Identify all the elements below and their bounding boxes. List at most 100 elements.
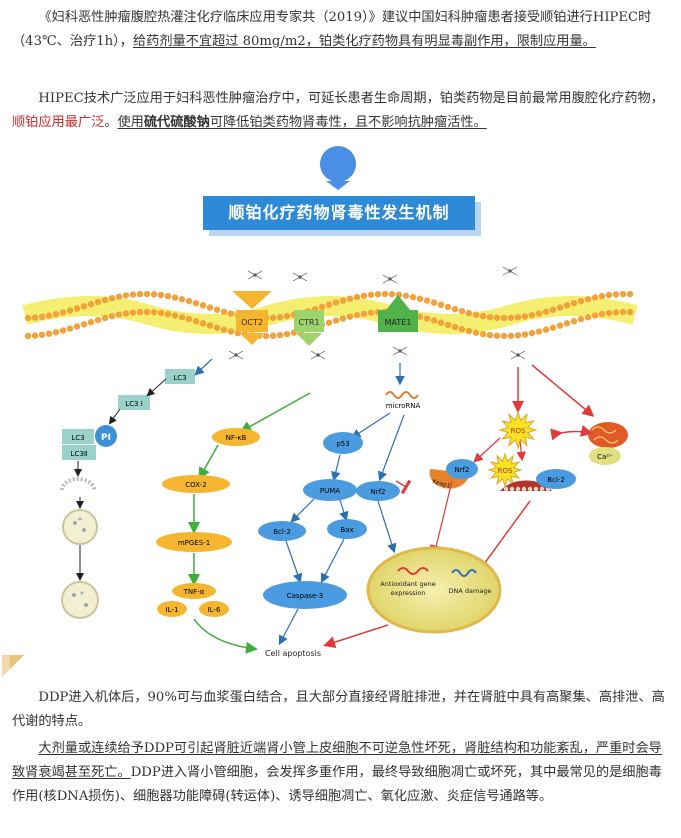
ros-burst-icon — [487, 452, 523, 488]
intro-p2-underlined: 使用硫代硫酸钠可降低铂类药物肾毒性，且不影响抗肿瘤活性。 — [118, 115, 487, 130]
membrane-bead — [59, 309, 67, 316]
puma-node: PUMA — [320, 487, 340, 495]
membrane-bead — [598, 292, 606, 300]
membrane-bead — [437, 301, 445, 308]
mitochondria-dot — [515, 486, 521, 492]
pi-node: PI — [101, 433, 111, 443]
membrane-bead — [535, 328, 543, 335]
mitochondria-dot — [539, 486, 545, 492]
body-paragraph-2: 大剂量或连续给予DDP可引起肾脏近端肾小管上皮细胞不可逆急性坏死，肾脏结构和功能… — [12, 737, 672, 809]
membrane-bead — [521, 331, 529, 338]
lc3-ii-node: LC3Ⅱ — [71, 450, 88, 458]
caspase3-node: Caspase-3 — [287, 592, 324, 600]
tnfa-node: TNF-α — [183, 588, 205, 596]
membrane-bead — [500, 314, 508, 322]
membrane-bead — [486, 313, 494, 321]
membrane-bead — [136, 290, 144, 298]
membrane-bead — [612, 309, 620, 316]
membrane-bead — [514, 332, 522, 339]
membrane-bead — [486, 331, 494, 339]
mate1-transporter: MATE1 — [378, 295, 418, 332]
ros-burst-icon — [498, 410, 538, 450]
ctr1-label: CTR1 — [298, 318, 319, 327]
membrane-bead — [381, 290, 389, 298]
membrane-bead — [542, 326, 550, 333]
membrane-bead — [192, 317, 200, 325]
membrane-bead — [143, 308, 151, 316]
membrane-bead — [220, 326, 228, 333]
cox2-node: COX-2 — [185, 481, 206, 489]
membrane-bead — [458, 325, 466, 333]
membrane-bead — [507, 314, 515, 322]
corner-decoration-inner — [10, 655, 24, 669]
lc3-pi-node: LC3 — [71, 434, 84, 442]
ros-node: ROS — [511, 427, 526, 435]
mitochondria-dot — [527, 486, 533, 492]
membrane-bead — [150, 309, 158, 316]
mate1-label: MATE1 — [385, 318, 412, 327]
membrane-bead — [199, 302, 207, 309]
membrane-bead — [129, 291, 137, 298]
intro-p2-highlight: 顺铂应用最广泛 — [12, 115, 105, 130]
p53-node: p53 — [336, 440, 349, 448]
mitochondria-dot — [509, 486, 515, 492]
membrane-bead — [605, 309, 613, 317]
cisplatin-molecule-icon — [310, 350, 326, 360]
membrane-bead — [423, 315, 431, 322]
membrane-bead — [101, 314, 109, 322]
il1-node: IL-1 — [166, 606, 179, 614]
membrane-bead — [52, 329, 60, 336]
membrane-bead — [514, 314, 522, 321]
il6-node: IL-6 — [208, 606, 221, 614]
intro-p2-ul-b: 可降低铂类药物肾毒性，且不影响抗肿瘤活性。 — [209, 115, 487, 130]
cisplatin-molecules — [228, 266, 526, 360]
mitochondria-dot — [521, 486, 527, 492]
antioxidant-label-2: expression — [390, 589, 425, 597]
membrane-bead — [73, 305, 81, 312]
membrane-bead — [360, 310, 368, 317]
bcl2-node: Bcl-2 — [273, 528, 291, 536]
mitochondria-dots — [503, 486, 551, 492]
apoptosis-branch: microRNA p53 PUMA Bcl-2 Bax Caspase-3 Nr… — [258, 363, 420, 646]
membrane-bead — [31, 314, 39, 321]
nucleus: Antioxidant gene expression DNA damage — [366, 546, 502, 634]
intro-paragraph-2: HIPEC技术广泛应用于妇科恶性肿瘤治疗中，可延长患者生命周期，铂类药物是目前最… — [12, 87, 672, 135]
membrane-bead — [332, 317, 340, 324]
cisplatin-molecule-icon — [502, 266, 518, 276]
inflammation-branch: NF-κB COX-2 mPGES-1 TNF-α IL-1 IL-6 — [156, 392, 311, 654]
membrane-bead — [451, 305, 459, 313]
membrane-bead — [269, 314, 277, 321]
membrane-bead — [80, 303, 88, 310]
membrane-bead — [444, 321, 452, 329]
membrane-bead — [563, 320, 571, 327]
membrane-bead — [472, 311, 480, 318]
membrane-bead — [87, 318, 95, 326]
banner-chevron-icon — [326, 181, 350, 190]
oct2-transporter: OCT2 — [232, 291, 272, 345]
membrane-bead — [24, 332, 32, 340]
membrane-bead — [591, 294, 599, 301]
membrane-bead — [59, 327, 67, 334]
membrane-bead — [353, 311, 361, 319]
membrane-bead — [542, 308, 550, 315]
mitochondria-dot — [533, 486, 539, 492]
membrane-bead — [325, 319, 333, 326]
membrane-bead — [479, 312, 487, 320]
membrane-bead — [584, 314, 592, 321]
membrane-bead — [213, 306, 221, 313]
membrane-bead — [80, 321, 88, 328]
dna-damage-label: DNA damage — [449, 587, 492, 595]
membrane-bead — [500, 332, 508, 340]
membrane-bead — [367, 309, 375, 316]
membrane-bead — [143, 290, 151, 298]
membrane-bead — [262, 332, 270, 340]
membrane-bead — [171, 312, 179, 319]
membrane-bead — [122, 310, 130, 317]
membrane-bead — [115, 311, 123, 318]
membrane-bead — [346, 295, 354, 302]
membrane-bead — [108, 313, 116, 320]
membrane-bead — [129, 309, 137, 316]
intro-p2-ul-a: 使用 — [117, 115, 144, 130]
membrane-bead — [619, 308, 627, 316]
membrane-bead — [549, 324, 557, 331]
